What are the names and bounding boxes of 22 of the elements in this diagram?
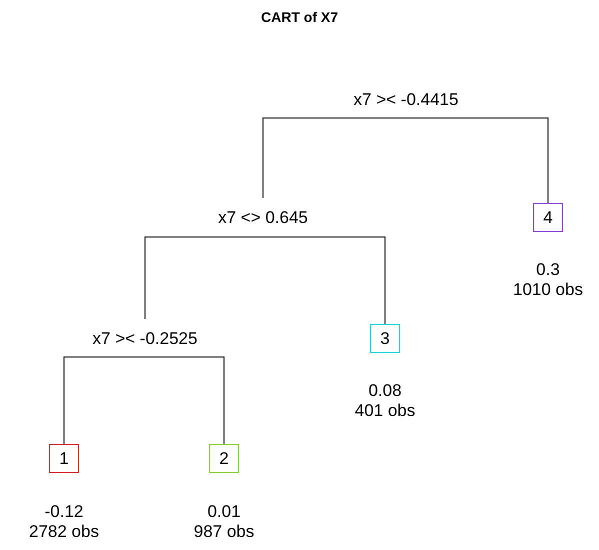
leaf-value-label: 0.01 (206, 502, 242, 522)
chart-title: CART of X7 (260, 9, 339, 25)
leaf-count-label: 2782 obs (28, 522, 100, 542)
tree-branch-line (262, 118, 406, 198)
leaf-value-label: 0.3 (535, 260, 561, 280)
leaf-count-label: 987 obs (192, 522, 256, 542)
split-rule-label: x7 <> 0.645 (218, 208, 308, 228)
tree-branch-line (144, 236, 264, 320)
leaf-node-box: 3 (370, 324, 400, 353)
leaf-node-box: 1 (49, 444, 79, 473)
tree-branch-line (64, 356, 146, 444)
split-rule-label: x7 >< -0.4415 (354, 90, 458, 110)
split-rule-label: x7 >< -0.2525 (92, 329, 198, 349)
tree-branch-line (406, 118, 548, 204)
leaf-value-label: 0.08 (367, 381, 403, 401)
leaf-node-box: 4 (533, 203, 563, 232)
leaf-count-label: 1010 obs (512, 280, 584, 300)
tree-branch-line (144, 356, 224, 444)
tree-branch-line (262, 236, 386, 324)
leaf-node-box: 2 (209, 444, 239, 473)
leaf-value-label: -0.12 (44, 502, 84, 522)
leaf-count-label: 401 obs (354, 401, 416, 421)
